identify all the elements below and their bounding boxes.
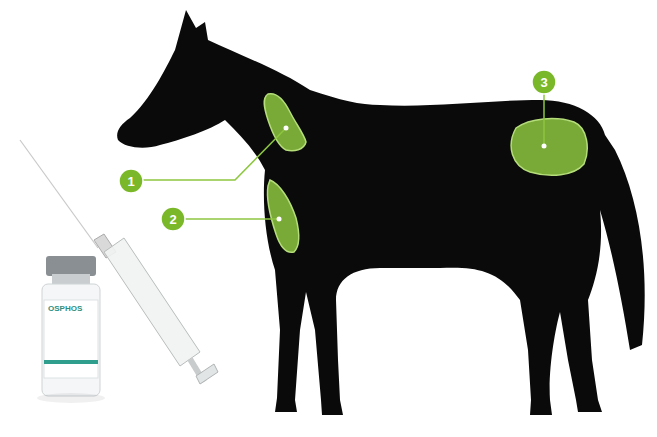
medicine-vial [37,256,105,403]
leader-dot [542,144,547,149]
leader-dot [284,126,289,131]
product-name: OSPHOS [48,304,82,313]
callout-badge: 3 [532,70,556,94]
callout-badge: 2 [161,207,185,231]
injection-area [264,94,306,151]
syringe [20,140,218,384]
callout-badge: 1 [119,169,143,193]
callout-number: 3 [540,76,547,89]
leader-line [143,128,286,180]
callout-number: 2 [169,213,176,226]
leader-line [185,218,279,220]
injection-area [267,180,298,252]
leader-line [543,94,545,146]
callout-number: 1 [127,175,134,188]
injection-area [511,119,587,176]
leader-dot [277,217,282,222]
